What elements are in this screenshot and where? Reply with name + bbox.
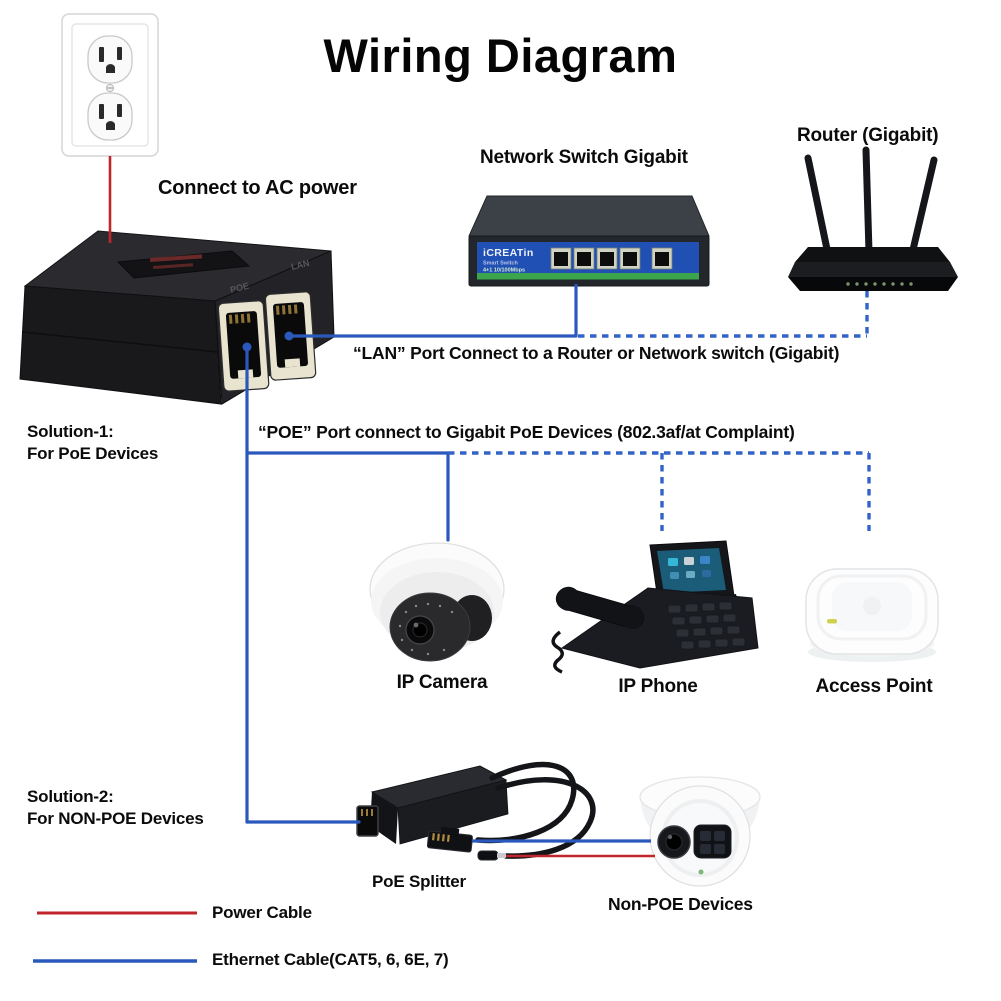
network-switch-label: Network Switch Gigabit <box>480 147 688 168</box>
switch-brand-text: iCREATin <box>483 247 534 259</box>
legend-power-label: Power Cable <box>212 903 312 922</box>
solution1-subtitle: For PoE Devices <box>27 444 159 463</box>
ip-phone-image <box>551 540 759 674</box>
ip-camera-label: IP Camera <box>396 672 488 693</box>
ac-power-label: Connect to AC power <box>158 177 357 199</box>
switch-ports <box>550 247 673 270</box>
router-image <box>788 146 958 291</box>
diagram-title: Wiring Diagram <box>323 29 678 82</box>
solution1-label: Solution-1: For PoE Devices <box>27 421 158 465</box>
ip-camera-image <box>369 542 505 662</box>
injector-poe-marking: POE <box>229 281 250 295</box>
lan-port-dot <box>284 331 294 341</box>
solution2-label: Solution-2: For NON-POE Devices <box>27 786 204 830</box>
switch-panel-line3: 4+1 10/100Mbps <box>483 268 525 274</box>
network-switch-image: iCREATin Smart Switch 4+1 10/100Mbps <box>468 195 710 287</box>
solution2-subtitle: For NON-POE Devices <box>27 809 204 828</box>
poe-injector-image: POE LAN <box>19 230 335 405</box>
access-point-label: Access Point <box>815 676 933 697</box>
injector-lan-marking: LAN <box>290 258 310 272</box>
poe-port-dot <box>242 342 252 352</box>
legend-ethernet-label: Ethernet Cable(CAT5, 6, 6E, 7) <box>212 950 449 969</box>
lan-port-note: “LAN” Port Connect to a Router or Networ… <box>353 343 840 363</box>
poe-port-note: “POE” Port connect to Gigabit PoE Device… <box>258 422 795 442</box>
solution2-title: Solution-2: <box>27 787 114 806</box>
power-outlet-image <box>61 13 159 157</box>
switch-panel-line2: Smart Switch <box>483 261 518 267</box>
non-poe-camera-image <box>639 776 761 887</box>
poe-splitter-label: PoE Splitter <box>372 872 466 891</box>
router-label: Router (Gigabit) <box>797 125 939 146</box>
access-point-image <box>805 568 939 662</box>
solution1-title: Solution-1: <box>27 422 114 441</box>
non-poe-label: Non-POE Devices <box>608 894 753 914</box>
cable-lines <box>108 156 871 858</box>
ip-phone-label: IP Phone <box>618 676 698 697</box>
poe-splitter-image <box>356 761 596 861</box>
